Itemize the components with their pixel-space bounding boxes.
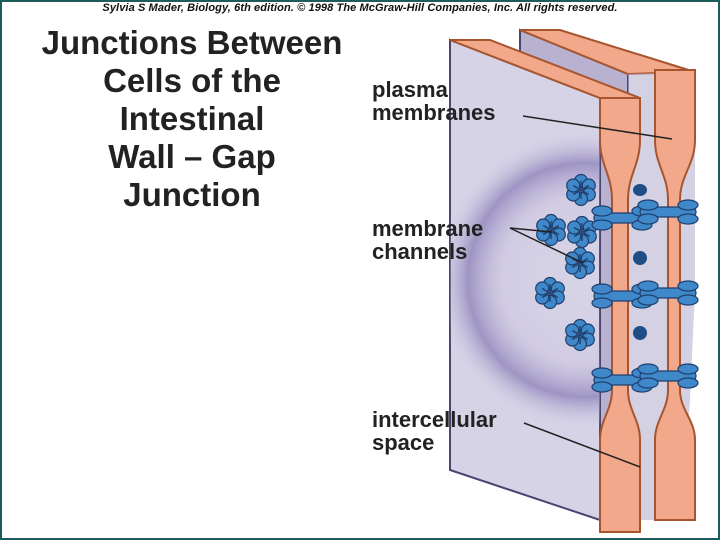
- title-line-2: Cells of the: [103, 62, 281, 99]
- title-line-3: Intestinal: [119, 100, 265, 137]
- channel-shadows: [633, 184, 647, 340]
- label-membrane-channels: membrane channels: [372, 216, 484, 264]
- front-membrane-strip: [599, 97, 641, 533]
- title-line-1: Junctions Between: [41, 24, 343, 61]
- front-membrane-panel: [449, 38, 641, 522]
- label-plasma-membranes: plasma membranes: [372, 77, 496, 125]
- leader-lines: [509, 115, 673, 468]
- copyright-credit: Sylvia S Mader, Biology, 6th edition. © …: [102, 2, 618, 14]
- slide-title: Junctions Between Cells of the Intestina…: [6, 24, 378, 214]
- title-line-4: Wall – Gap: [108, 138, 276, 175]
- title-line-5: Junction: [123, 176, 261, 213]
- label-intercellular-space: intercellular space: [372, 407, 497, 455]
